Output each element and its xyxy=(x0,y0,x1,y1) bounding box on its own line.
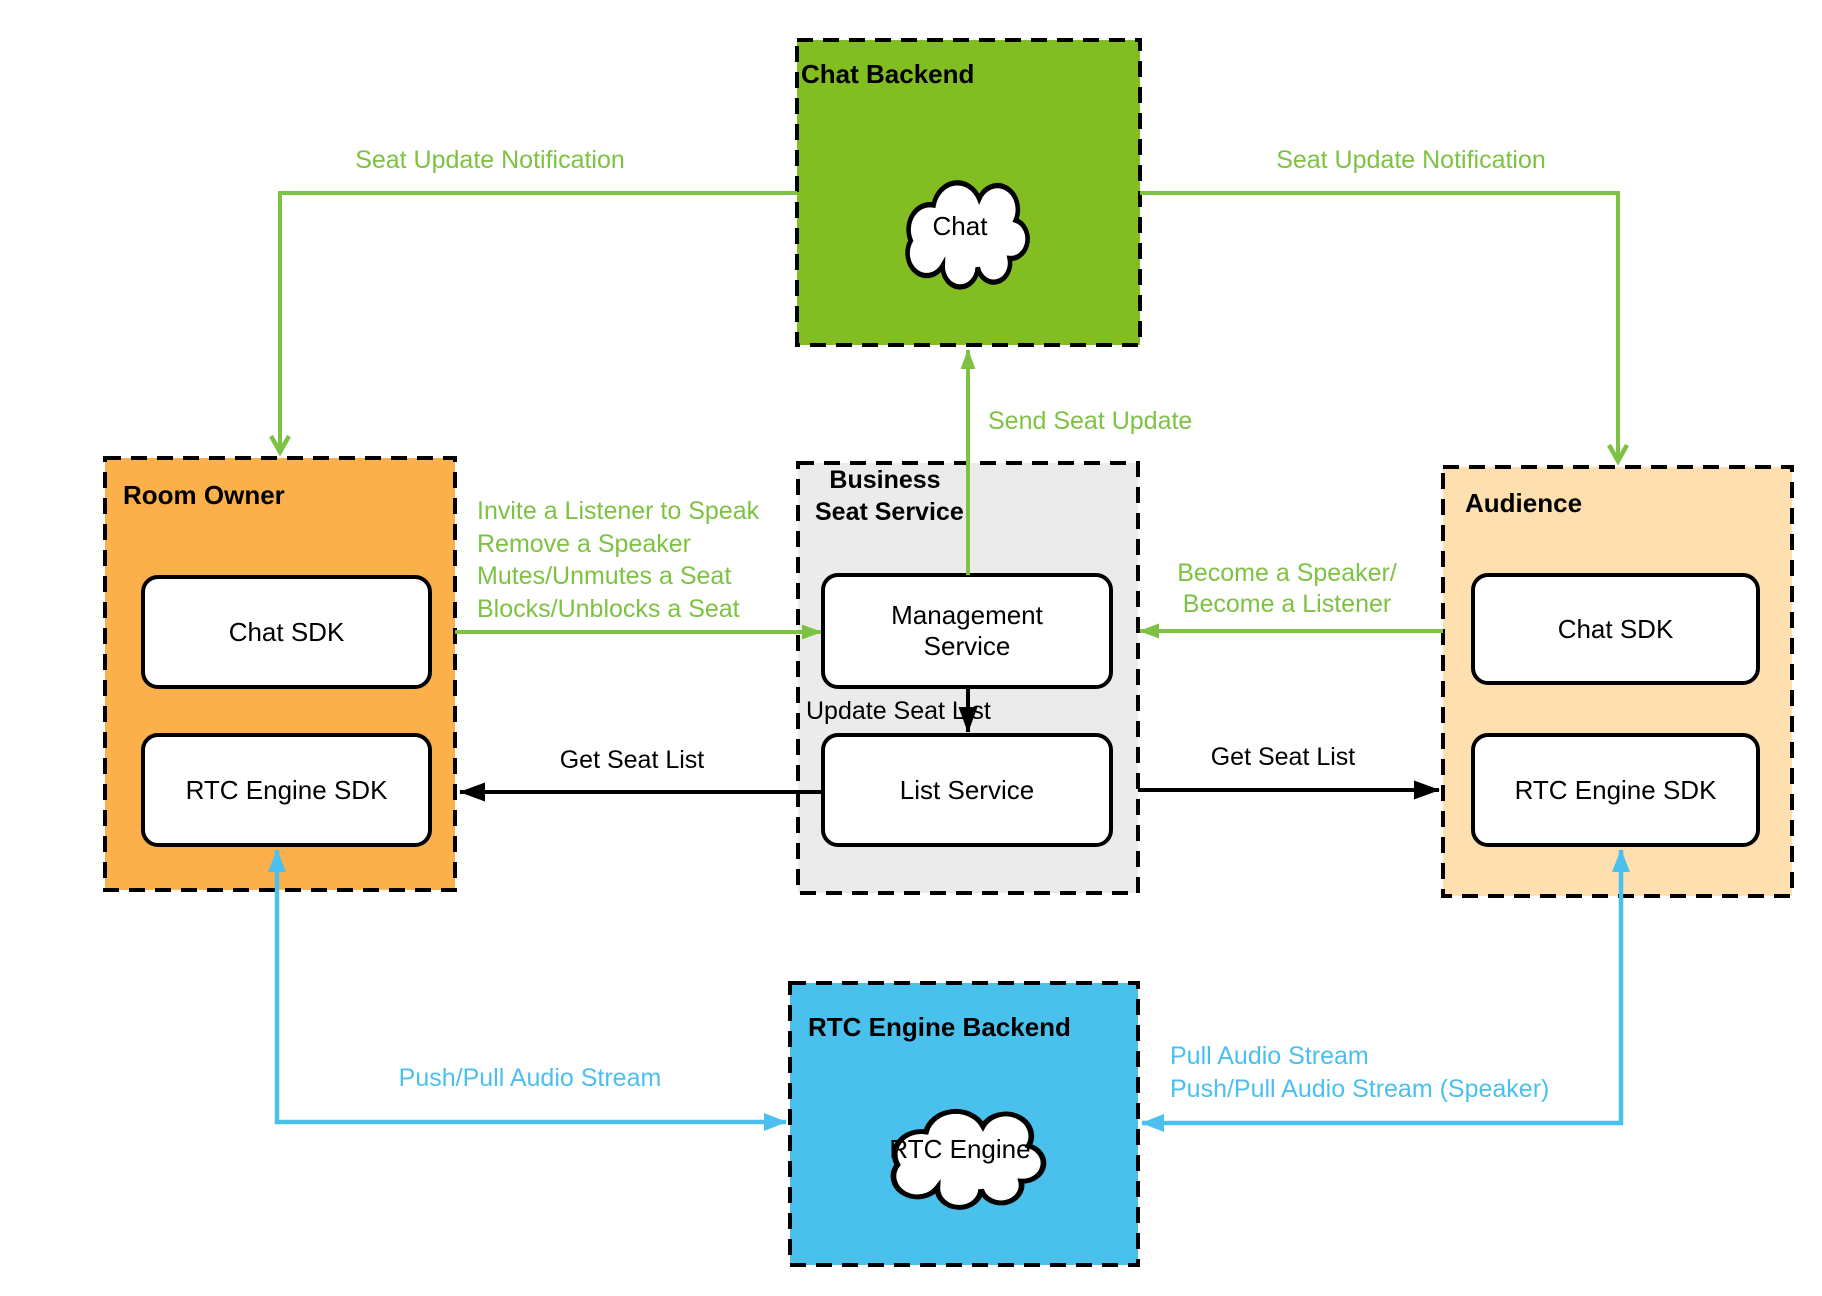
room-owner-chat-sdk-box xyxy=(141,575,432,689)
audience-chat-sdk-box xyxy=(1471,573,1760,685)
audience-rtc-sdk-box xyxy=(1471,733,1760,847)
rtc-engine-cloud-icon xyxy=(890,1108,1047,1210)
edge-seat-update-notification-right xyxy=(1140,191,1629,466)
management-service-box xyxy=(821,573,1113,689)
room-owner-rtc-sdk-box xyxy=(141,733,432,847)
edge-push-pull-audio-left xyxy=(268,849,787,1131)
chat-cloud-icon xyxy=(905,180,1030,290)
edge-seat-update-notification-left xyxy=(269,191,797,457)
edge-pull-push-audio-right xyxy=(1141,849,1630,1132)
list-service-box xyxy=(821,733,1113,847)
